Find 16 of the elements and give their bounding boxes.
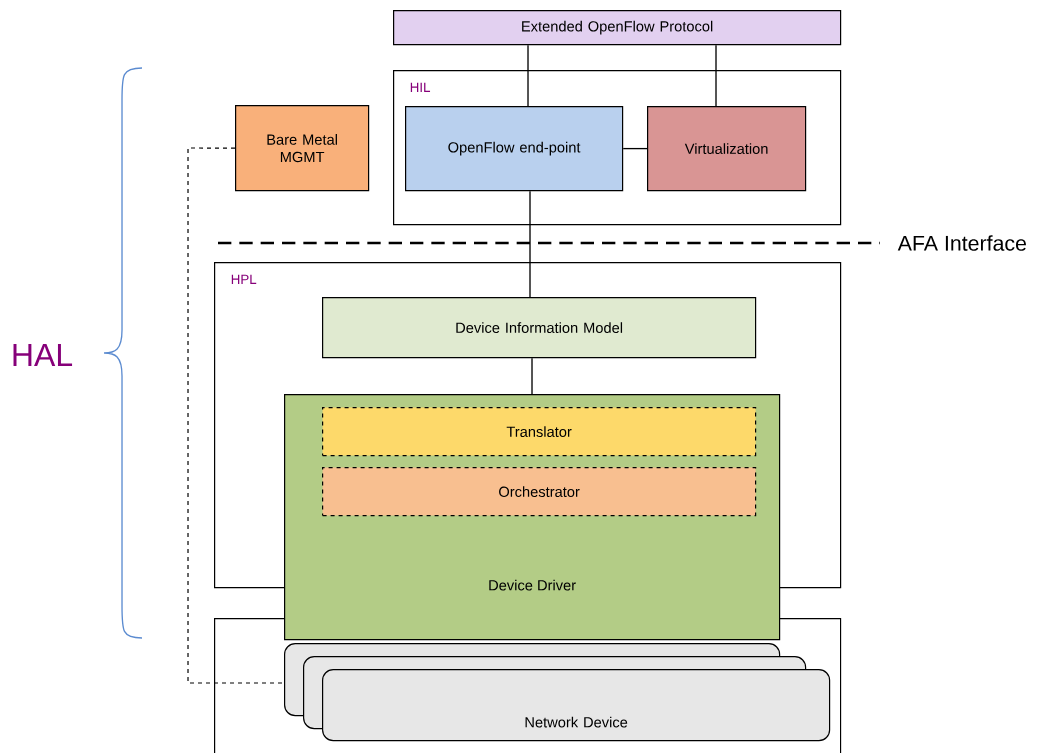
module-box: Orchestrator [322, 467, 757, 517]
device-card: Network Device [322, 669, 831, 742]
module-box: Translator [322, 407, 757, 457]
process-box: Bare Metal MGMT [235, 105, 370, 192]
layer-label: HAL [13, 344, 73, 366]
connector-line [715, 44, 717, 107]
connector-line [527, 44, 529, 107]
model-box: Device Information Model [322, 297, 757, 359]
protocol-box: Extended OpenFlow Protocol [393, 10, 842, 46]
connector-line [531, 357, 533, 395]
connector-line [187, 147, 285, 684]
process-box: OpenFlow end-point [405, 106, 624, 192]
connector-line [529, 190, 531, 298]
interface-label: AFA Interface [897, 235, 1026, 251]
connector-line [622, 147, 648, 150]
process-box: Virtualization [647, 106, 807, 192]
